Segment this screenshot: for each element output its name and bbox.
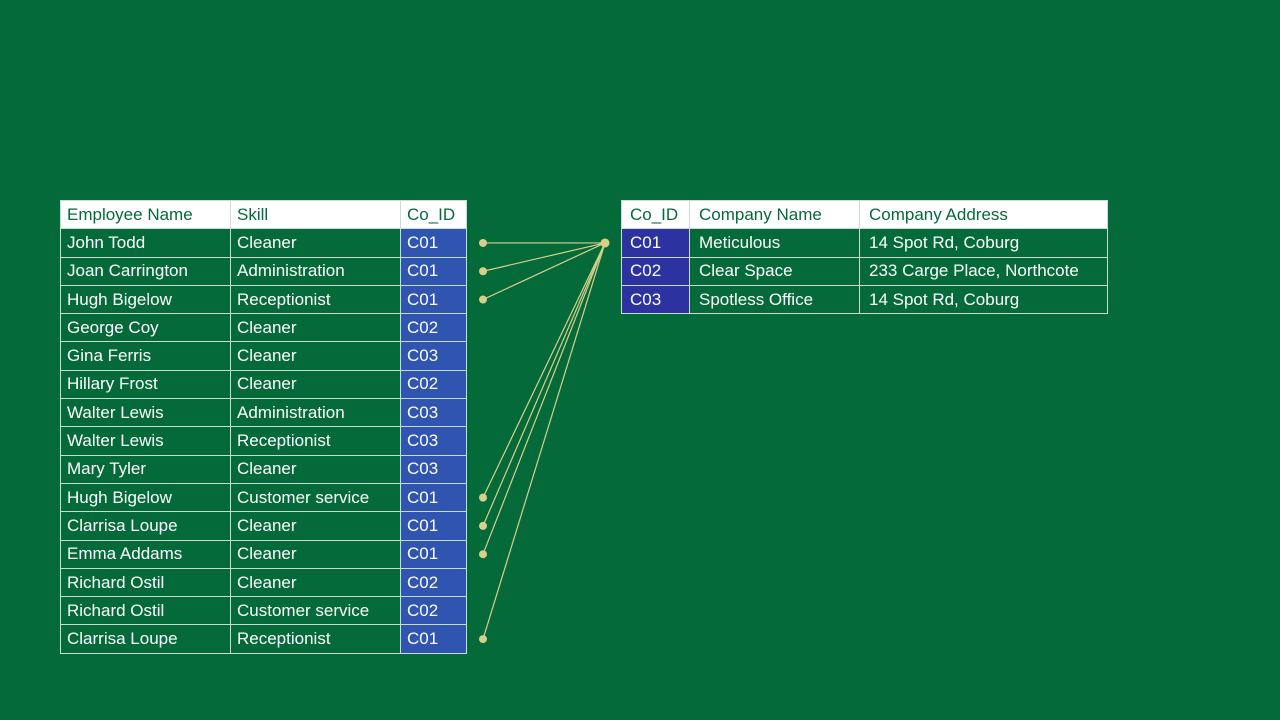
connector-line (482, 242, 606, 301)
employee-co-id: C03 (400, 426, 467, 456)
company-co-id: C02 (621, 256, 690, 286)
company-header-row: Co_ID Company Name Company Address (621, 199, 1108, 230)
employee-skill: Cleaner (230, 454, 401, 484)
employee-name: Hillary Frost (60, 369, 231, 400)
company-name: Meticulous (689, 228, 860, 258)
company-address: 233 Carge Place, Northcote (859, 256, 1108, 286)
company-name: Spotless Office (689, 284, 860, 315)
co-id-header: Co_ID (400, 199, 467, 230)
company-co-id: C01 (621, 228, 690, 258)
company-address-header: Company Address (859, 199, 1108, 230)
company-name-header: Company Name (689, 199, 860, 230)
employee-name: Walter Lewis (60, 398, 231, 428)
company-co-id-header: Co_ID (621, 199, 690, 230)
employee-name-header: Employee Name (60, 199, 231, 230)
employee-skill: Cleaner (230, 539, 401, 569)
company-address: 14 Spot Rd, Coburg (859, 228, 1108, 258)
employee-skill: Receptionist (230, 624, 401, 654)
employee-co-id: C01 (400, 256, 467, 286)
employee-skill: Cleaner (230, 567, 401, 598)
employee-name: Hugh Bigelow (60, 284, 231, 315)
employee-name: John Todd (60, 228, 231, 258)
employee-skill: Customer service (230, 596, 401, 626)
employee-co-id: C03 (400, 398, 467, 428)
connector-line (482, 242, 606, 527)
employee-name: Gina Ferris (60, 341, 231, 371)
employee-name: Clarrisa Loupe (60, 511, 231, 541)
connector-line (482, 242, 606, 498)
employee-skill: Cleaner (230, 341, 401, 371)
employee-header-row: Employee Name Skill Co_ID (60, 199, 467, 230)
connector-source-dot (479, 635, 487, 644)
employee-skill: Receptionist (230, 284, 401, 315)
employee-co-id: C02 (400, 596, 467, 626)
employee-name: George Coy (60, 313, 231, 343)
connector-hub-dot (600, 238, 610, 248)
employee-skill: Cleaner (230, 228, 401, 258)
connector-source-dot (479, 267, 487, 276)
employee-name: Richard Ostil (60, 596, 231, 626)
employee-co-id: C01 (400, 284, 467, 315)
connector-source-dot (479, 295, 487, 304)
employee-name: Hugh Bigelow (60, 482, 231, 513)
connector-line (482, 242, 606, 272)
connector-source-dot (479, 238, 487, 247)
employee-co-id: C01 (400, 539, 467, 569)
employee-name: Clarrisa Loupe (60, 624, 231, 654)
skill-header: Skill (230, 199, 401, 230)
employee-co-id: C02 (400, 313, 467, 343)
employee-skill: Cleaner (230, 511, 401, 541)
employee-co-id: C01 (400, 624, 467, 654)
company-name: Clear Space (689, 256, 860, 286)
employee-co-id: C02 (400, 369, 467, 400)
employee-co-id: C01 (400, 511, 467, 541)
employee-name: Emma Addams (60, 539, 231, 569)
employee-skill: Cleaner (230, 313, 401, 343)
employee-skill: Administration (230, 398, 401, 428)
connector-source-dot (479, 521, 487, 530)
connector-source-dot (479, 550, 487, 559)
employee-name: Mary Tyler (60, 454, 231, 484)
employee-name: Walter Lewis (60, 426, 231, 456)
company-co-id: C03 (621, 284, 690, 315)
connector-line (482, 242, 606, 555)
connector-source-dot (479, 493, 487, 502)
employee-co-id: C01 (400, 482, 467, 513)
employee-co-id: C02 (400, 567, 467, 598)
employee-co-id: C03 (400, 341, 467, 371)
employee-skill: Administration (230, 256, 401, 286)
employee-co-id: C01 (400, 228, 467, 258)
employee-co-id: C03 (400, 454, 467, 484)
company-address: 14 Spot Rd, Coburg (859, 284, 1108, 315)
employee-name: Richard Ostil (60, 567, 231, 598)
employee-skill: Receptionist (230, 426, 401, 456)
employee-skill: Cleaner (230, 369, 401, 400)
employee-skill: Customer service (230, 482, 401, 513)
employee-name: Joan Carrington (60, 256, 231, 286)
connector-line (482, 242, 606, 640)
